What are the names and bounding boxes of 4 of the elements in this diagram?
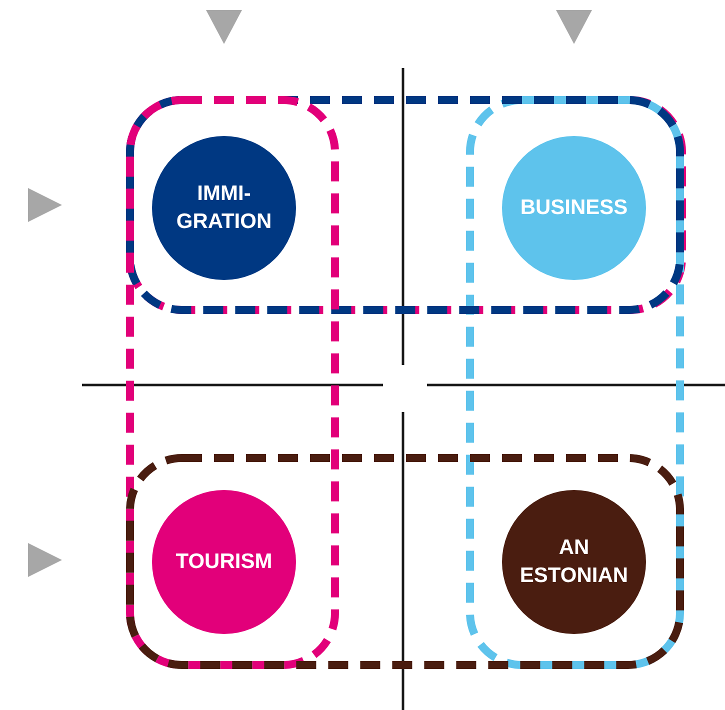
node-label: TOURISM — [174, 549, 274, 575]
node-label: AN ESTONIAN — [519, 535, 629, 589]
node-label: BUSINESS — [519, 195, 629, 221]
node-label: IMMI- GRATION — [175, 181, 273, 235]
